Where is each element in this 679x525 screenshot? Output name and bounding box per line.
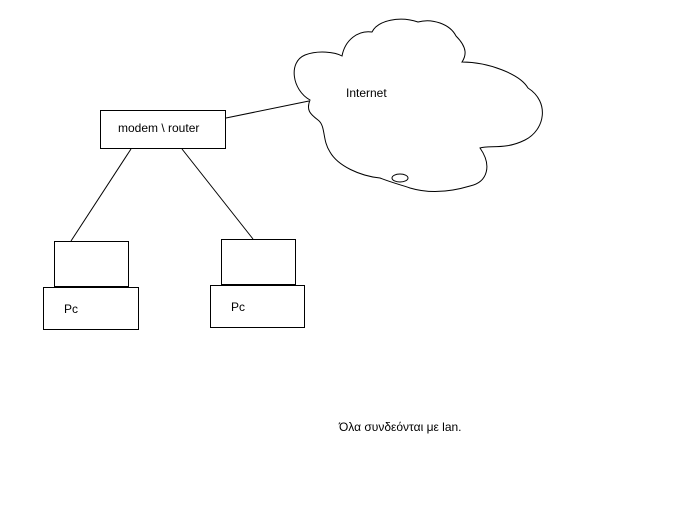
pc1-label: Pc [64,302,78,316]
pc-node-2: Pc [210,239,305,328]
router-node: modem \ router [100,110,226,149]
pc2-base [210,285,305,328]
pc-node-1: Pc [43,241,139,330]
router-label: modem \ router [118,121,199,135]
pc1-base [43,287,139,330]
internet-label: Internet [346,86,387,100]
link-router-internet [225,100,310,119]
connection-note: Όλα συνδεόνται με lan. [338,420,462,434]
link-router-pc2 [181,148,254,240]
link-router-pc1 [70,148,132,242]
cloud-outline [293,18,543,193]
pc1-monitor [54,241,129,287]
pc2-monitor [221,239,296,285]
pc2-label: Pc [231,300,245,314]
internet-cloud: Internet [293,18,543,193]
cloud-notch [391,173,409,183]
router-box [100,110,226,149]
